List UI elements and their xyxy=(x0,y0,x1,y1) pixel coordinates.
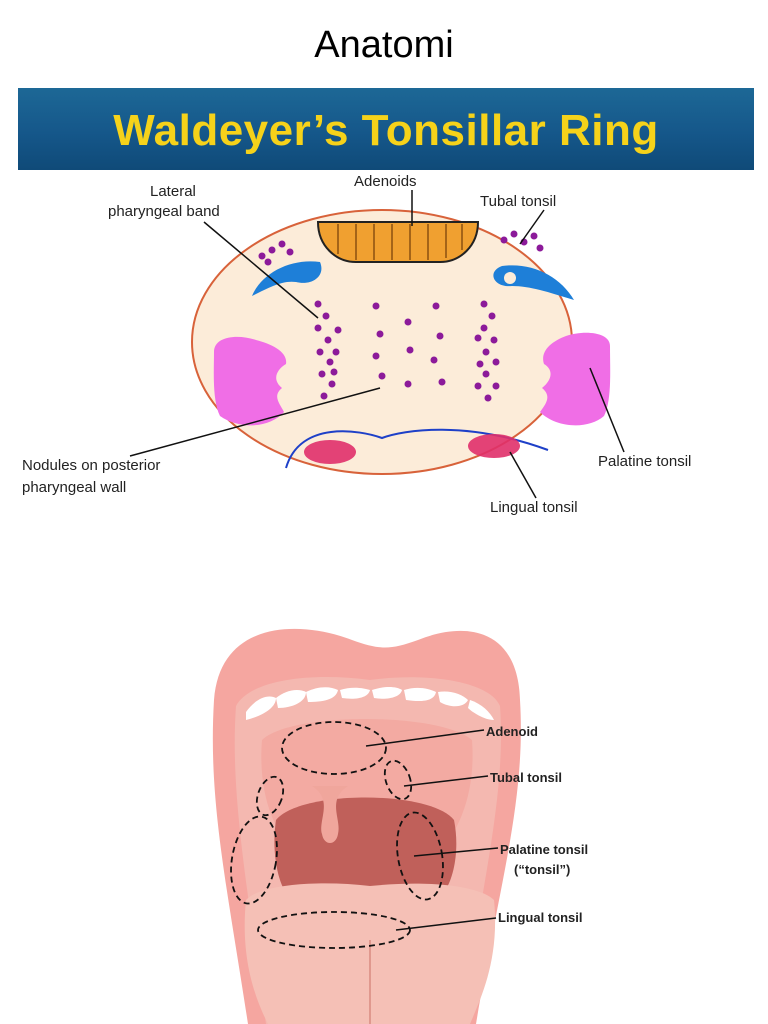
adenoids-shape xyxy=(316,221,480,263)
title-banner: Waldeyer’s Tonsillar Ring xyxy=(18,88,754,170)
leader-lines-1 xyxy=(129,190,625,499)
palatine-right-outline xyxy=(396,811,444,901)
label-lateral-line1: Lateral xyxy=(150,183,196,200)
lingual-tonsil-left-shape xyxy=(304,440,356,464)
uvula xyxy=(312,786,348,843)
tonsil-outlines xyxy=(230,721,444,949)
label-tubal-tonsil-2: Tubal tonsil xyxy=(490,770,562,785)
label-palatine-tonsil: Palatine tonsil xyxy=(598,453,691,470)
throat xyxy=(274,797,457,900)
label-lingual-tonsil: Lingual tonsil xyxy=(490,499,578,516)
page-title: Anatomi xyxy=(314,24,454,66)
nodule-dots xyxy=(258,230,544,402)
label-tubal-tonsil: Tubal tonsil xyxy=(480,193,556,210)
lingual-outline xyxy=(257,911,411,949)
label-lingual-tonsil-2: Lingual tonsil xyxy=(498,910,583,925)
tubal-tonsil-left-shape xyxy=(252,261,322,296)
adenoid-outline xyxy=(281,721,387,775)
lingual-tonsil-right-shape xyxy=(468,434,520,458)
label-nodules-line1: Nodules on posterior xyxy=(22,457,160,474)
label-adenoids: Adenoids xyxy=(354,173,417,190)
label-lateral-line2: pharyngeal band xyxy=(108,203,220,220)
label-adenoid: Adenoid xyxy=(486,724,538,739)
tubal-right-outline xyxy=(383,759,413,801)
label-palatine-tonsil-2b: (“tonsil”) xyxy=(514,862,570,877)
label-palatine-tonsil-2: Palatine tonsil xyxy=(500,842,588,857)
tonsillar-ring-diagram: Lateral pharyngeal band Adenoids Tubal t… xyxy=(22,173,691,516)
tubal-left-outline xyxy=(255,775,285,817)
palate-curve xyxy=(285,428,549,469)
leader-lines-2 xyxy=(365,729,499,931)
banner-title: Waldeyer’s Tonsillar Ring xyxy=(113,106,659,155)
open-mouth-illustration: Adenoid Tubal tonsil Palatine tonsil (“t… xyxy=(212,628,588,1024)
label-nodules-line2: pharyngeal wall xyxy=(22,479,126,496)
palatine-left-outline xyxy=(230,815,278,905)
palatine-tonsil-right-shape xyxy=(540,332,611,426)
palatine-tonsil-left-shape xyxy=(213,336,287,426)
upper-teeth xyxy=(246,687,494,720)
